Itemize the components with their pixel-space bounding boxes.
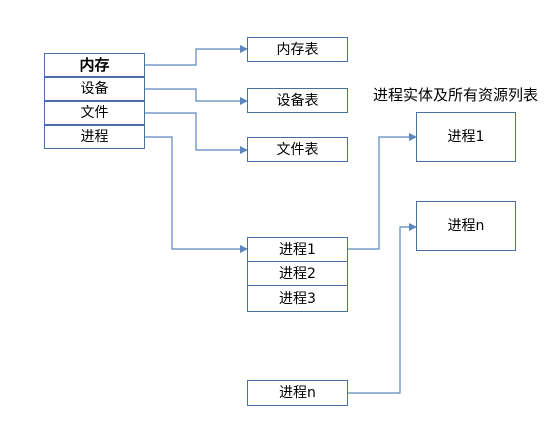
process-entity-n: 进程n [416,201,516,251]
process-list-item-3: 进程3 [247,285,348,312]
process-list-item-2: 进程2 [247,261,348,286]
connector-processn-to-entityn [347,223,417,394]
file-table-box: 文件表 [247,137,348,162]
connector-memory-to-memory-table [144,45,248,66]
process-entity-1: 进程1 [416,112,516,162]
process-list-item-1: 进程1 [247,237,348,262]
connector-process1-to-entity1 [347,133,417,250]
process-entities-caption: 进程实体及所有资源列表 [373,86,539,104]
connector-file-to-file-table [144,112,248,154]
connector-process-to-process-list [144,136,248,253]
device-table-box: 设备表 [247,88,348,113]
system-table-file-cell: 文件 [44,101,145,125]
system-table-process-cell: 进程 [44,125,145,149]
connector-device-to-device-table [144,88,248,105]
process-list-item-n: 进程n [247,380,348,406]
system-table-device-cell: 设备 [44,77,145,101]
memory-table-box: 内存表 [247,37,348,62]
system-table-memory-cell: 内存 [44,53,145,77]
